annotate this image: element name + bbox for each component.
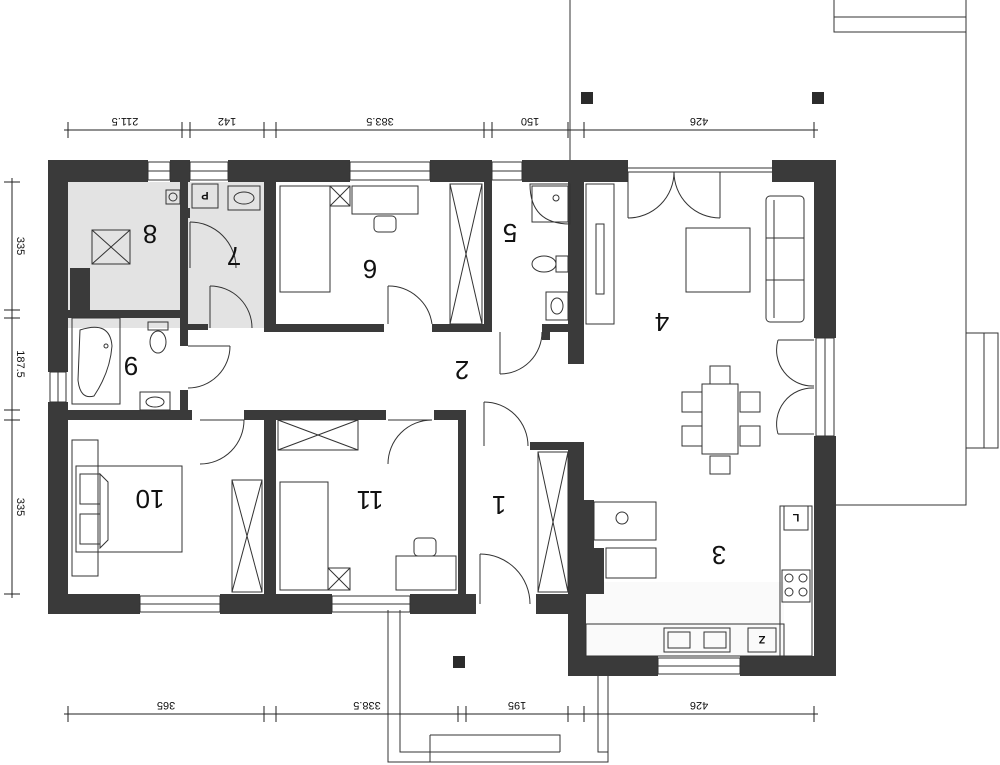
room-number-7: 7 — [227, 241, 241, 271]
porch-outline — [387, 610, 609, 763]
room-number-3: 3 — [712, 540, 726, 570]
furniture — [71, 183, 813, 657]
dim-top-1: 211.5 — [112, 115, 139, 127]
dim-bottom-4: 426 — [690, 699, 708, 711]
room-number-11: 11 — [357, 485, 384, 515]
dim-top-5: 426 — [690, 115, 708, 127]
dim-left-2: 187.5 — [14, 350, 26, 378]
dim-bottom-2: 338.5 — [353, 699, 381, 711]
dim-bottom-3: 195 — [508, 699, 526, 711]
pantry-label: P — [201, 189, 208, 201]
porch-post — [453, 656, 465, 668]
terrace-outline — [569, 0, 999, 506]
room-number-5: 5 — [503, 218, 517, 248]
dim-top-3: 383.5 — [366, 115, 394, 127]
terrace-post — [581, 92, 593, 104]
dim-top-2: 142 — [218, 115, 236, 127]
kitchen-z-label: Z — [758, 633, 765, 645]
doors — [187, 171, 815, 605]
terrace-post — [812, 92, 824, 104]
kitchen-l-label: L — [792, 511, 799, 523]
walls — [48, 160, 836, 676]
kitchen-floor — [586, 582, 784, 656]
dimension-line-left — [4, 178, 20, 598]
dim-bottom-1: 365 — [157, 699, 175, 711]
room-number-6: 6 — [363, 254, 377, 284]
dim-left-1: 335 — [14, 237, 26, 255]
windows — [49, 161, 835, 675]
room-number-1: 1 — [492, 490, 506, 520]
dim-left-3: 335 — [14, 498, 26, 516]
room-number-8: 8 — [143, 219, 157, 249]
dim-top-4: 150 — [521, 115, 539, 127]
dimension-line-bottom — [64, 706, 818, 722]
room-number-2: 2 — [455, 355, 469, 385]
tile-floor — [68, 182, 264, 328]
room-number-10: 10 — [136, 484, 165, 514]
dimension-line-top — [64, 122, 818, 138]
room-number-9: 9 — [124, 351, 138, 381]
room-number-4: 4 — [655, 307, 669, 337]
